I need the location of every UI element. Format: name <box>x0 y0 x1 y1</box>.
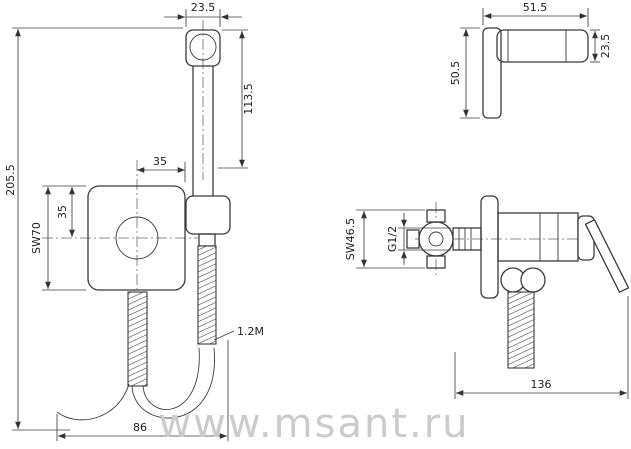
dim-label-overall-depth: 136 <box>531 378 552 391</box>
inlet-fitting <box>406 209 482 269</box>
dim-label-center-to-edge: 35 <box>153 155 167 168</box>
hose-coil-right <box>197 245 217 345</box>
dim-label-hose-length: 1.2M <box>237 325 264 338</box>
dim-label-head-length: 51.5 <box>523 1 548 14</box>
dim-label-head-drop: 50.5 <box>449 61 462 86</box>
dimensions-side: 51.5 50.5 23.5 SW46.5 G1/2 136 <box>344 1 629 399</box>
dim-label-overall-width: 86 <box>133 421 147 434</box>
outlet-nut <box>500 267 546 293</box>
hose-loop <box>56 347 215 421</box>
handle-holder <box>185 195 231 235</box>
dim-label-plate-size: SW70 <box>30 222 43 254</box>
spray-face <box>189 33 217 61</box>
dim-label-head-thickness: 23.5 <box>599 34 612 59</box>
side-view <box>406 27 630 369</box>
dim-label-valve-size: SW46.5 <box>344 218 357 260</box>
hose-adapter <box>198 233 216 247</box>
front-view <box>42 20 231 421</box>
watermark: www.msant.ru <box>158 401 469 447</box>
dim-label-thread: G1/2 <box>386 226 399 252</box>
dim-label-overall-height: 205.5 <box>4 164 17 196</box>
dim-label-head-height: 113.5 <box>242 83 255 115</box>
escutcheon <box>480 195 499 299</box>
hose-coil-side <box>507 291 535 369</box>
sprayer-head-side <box>482 27 589 119</box>
mounting-plate <box>87 185 186 291</box>
dim-label-head-width: 23.5 <box>191 1 216 14</box>
valve-circle <box>115 216 159 260</box>
hose-coil-left <box>127 291 148 387</box>
dim-label-top-to-center: 35 <box>56 205 69 219</box>
dimensions-front: 23.5 113.5 205.5 35 35 SW70 86 1.2M <box>4 1 264 441</box>
sprayer-head-front <box>185 29 221 196</box>
lever-handle <box>577 215 630 293</box>
